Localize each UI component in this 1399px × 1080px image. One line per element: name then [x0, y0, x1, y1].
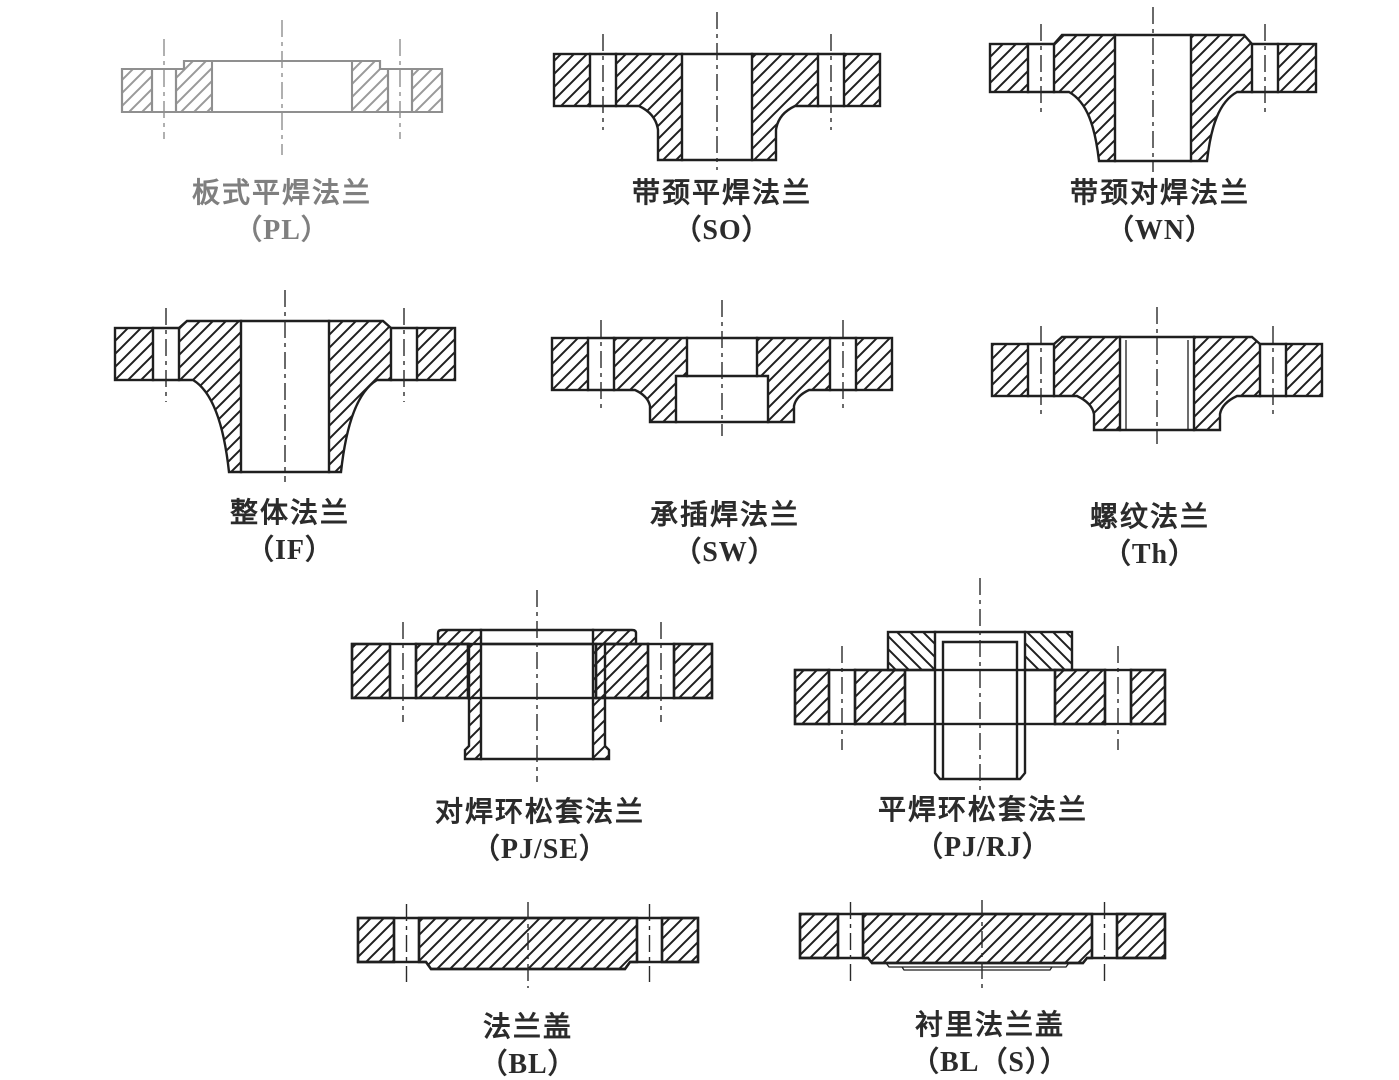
bls-name-label: 衬里法兰盖 — [914, 1010, 1065, 1041]
if-name-label: 整体法兰 — [229, 498, 350, 529]
sw-code-label: （SW） — [673, 536, 777, 568]
th-code-label: （Th） — [1102, 538, 1198, 570]
caption-pjse: 对焊环松套法兰 （PJ/SE） — [370, 795, 710, 869]
caption-th: 螺纹法兰 （Th） — [980, 500, 1320, 574]
th-name-label: 螺纹法兰 — [1089, 502, 1210, 533]
caption-if: 整体法兰 （IF） — [120, 496, 460, 570]
if-flange-drawing — [113, 290, 457, 482]
caption-bls: 衬里法兰盖 （BL（S）） — [820, 1008, 1160, 1080]
sw-flange-drawing — [550, 300, 894, 436]
bl-flange-drawing — [356, 902, 700, 988]
caption-pl: 板式平焊法兰 （PL） — [112, 176, 452, 250]
caption-wn: 带颈对焊法兰 （WN） — [990, 176, 1330, 250]
wn-flange-drawing — [988, 7, 1318, 172]
so-code-label: （SO） — [673, 214, 771, 246]
pl-name-label: 板式平焊法兰 — [191, 178, 372, 209]
bl-name-label: 法兰盖 — [482, 1012, 573, 1043]
if-code-label: （IF） — [245, 534, 334, 566]
th-flange-drawing — [990, 307, 1324, 444]
pjse-code-label: （PJ/SE） — [471, 833, 609, 865]
wn-name-label: 带颈对焊法兰 — [1069, 178, 1250, 209]
so-name-label: 带颈平焊法兰 — [631, 178, 812, 209]
bl-code-label: （BL） — [479, 1048, 577, 1080]
pjse-name-label: 对焊环松套法兰 — [434, 797, 645, 828]
pjse-flange-drawing — [350, 590, 714, 782]
pl-code-label: （PL） — [234, 214, 330, 246]
caption-so: 带颈平焊法兰 （SO） — [552, 176, 892, 250]
pjrj-flange-drawing — [793, 578, 1167, 794]
caption-bl: 法兰盖 （BL） — [358, 1010, 698, 1080]
sw-name-label: 承插焊法兰 — [649, 500, 800, 531]
pl-flange-drawing — [120, 20, 444, 155]
caption-sw: 承插焊法兰 （SW） — [555, 498, 895, 572]
bls-flange-drawing — [798, 900, 1167, 990]
so-flange-drawing — [552, 12, 882, 170]
pjrj-code-label: （PJ/RJ） — [914, 831, 1052, 863]
caption-pjrj: 平焊环松套法兰 （PJ/RJ） — [813, 793, 1153, 867]
bls-code-label: （BL（S）） — [911, 1046, 1069, 1078]
wn-code-label: （WN） — [1105, 214, 1215, 246]
pjrj-name-label: 平焊环松套法兰 — [877, 795, 1088, 826]
